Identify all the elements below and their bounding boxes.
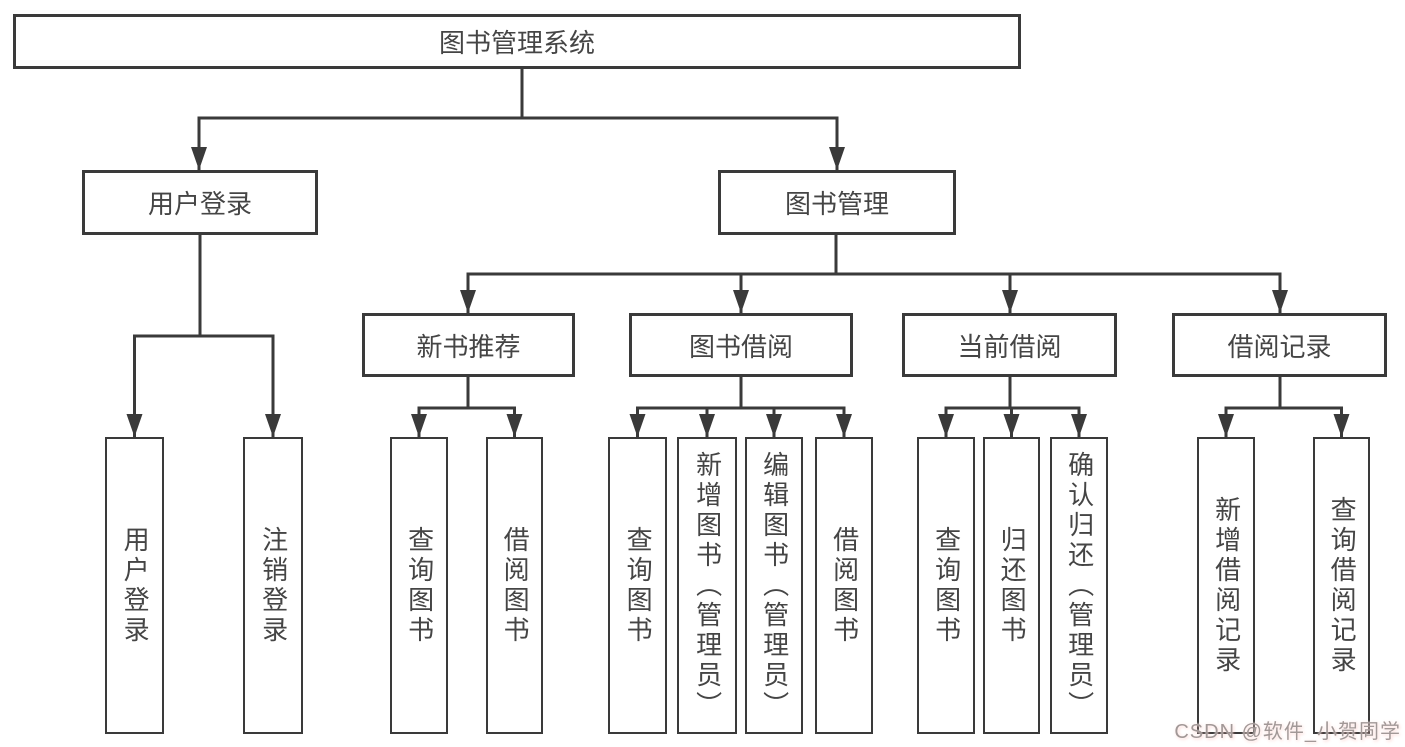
arrowhead-icon xyxy=(506,414,523,437)
node-label: 新增图书（管理员） xyxy=(692,450,723,721)
leaf-borrow-books: 借阅图书 xyxy=(486,437,543,734)
node-label: 当前借阅 xyxy=(957,331,1062,362)
node-label: 查询图书 xyxy=(404,525,435,646)
arrowhead-icon xyxy=(1002,290,1018,313)
node-borrow-records: 借阅记录 xyxy=(1172,313,1387,377)
node-user-login: 用户登录 xyxy=(82,170,318,235)
arrowhead-icon xyxy=(629,414,646,437)
leaf-query-books: 查询图书 xyxy=(608,437,667,734)
edge-user-login-bar xyxy=(133,334,275,437)
leaf-borrow-books: 借阅图书 xyxy=(815,437,873,734)
arrowhead-icon xyxy=(938,414,954,437)
arrowhead-icon xyxy=(733,290,749,313)
arrowhead-icon xyxy=(411,414,427,437)
leaf-add-borrow-record: 新增借阅记录 xyxy=(1197,437,1255,734)
edge-borrow-records-group xyxy=(1224,377,1343,437)
edge-new-books-group xyxy=(417,377,516,437)
node-label: 借阅记录 xyxy=(1227,331,1332,362)
node-label: 查询图书 xyxy=(931,525,962,646)
node-label: 图书管理 xyxy=(784,189,889,219)
arrowhead-icon xyxy=(1333,414,1350,437)
arrowhead-icon xyxy=(699,414,715,437)
node-label: 借阅图书 xyxy=(500,525,531,646)
node-label: 用户登录 xyxy=(147,189,252,219)
edge-book-borrow-group xyxy=(636,377,846,437)
node-label: 编辑图书（管理员） xyxy=(759,450,790,721)
node-label: 确认归还（管理员） xyxy=(1064,450,1095,721)
arrowhead-icon xyxy=(265,414,281,437)
node-current-borrow: 当前借阅 xyxy=(902,313,1117,377)
edge-level1-bar xyxy=(197,116,839,170)
csdn-watermark: CSDN @软件_小贺同学 xyxy=(1174,721,1401,743)
node-label: 查询借阅记录 xyxy=(1327,495,1358,676)
node-label: 注销登录 xyxy=(258,525,289,646)
arrowhead-icon xyxy=(1071,414,1087,437)
node-label: 新增借阅记录 xyxy=(1211,495,1242,676)
node-label: 查询图书 xyxy=(623,525,654,646)
node-label: 图书借阅 xyxy=(688,331,793,362)
arrowhead-icon xyxy=(1218,414,1234,437)
arrowhead-icon xyxy=(766,414,782,437)
node-label: 归还图书 xyxy=(997,525,1028,646)
node-book-borrow: 图书借阅 xyxy=(629,313,853,377)
arrowhead-icon xyxy=(829,147,845,170)
node-library-management-system: 图书管理系统 xyxy=(13,14,1021,69)
leaf-user-login: 用户登录 xyxy=(105,437,164,734)
node-label: 用户登录 xyxy=(120,525,151,646)
node-book-management: 图书管理 xyxy=(718,170,956,235)
arrowhead-icon xyxy=(191,147,207,170)
leaf-query-books: 查询图书 xyxy=(390,437,448,734)
leaf-query-books: 查询图书 xyxy=(917,437,975,734)
arrowhead-icon xyxy=(126,414,143,437)
leaf-return-books: 归还图书 xyxy=(983,437,1040,734)
node-label: 借阅图书 xyxy=(829,525,860,646)
leaf-confirm-return-admin: 确认归还（管理员） xyxy=(1050,437,1108,734)
edge-book-mgmt-bar xyxy=(466,272,1282,313)
arrowhead-icon xyxy=(1003,414,1020,437)
arrowhead-icon xyxy=(836,414,852,437)
node-label: 新书推荐 xyxy=(416,331,521,362)
node-new-book-recommend: 新书推荐 xyxy=(362,313,575,377)
arrowhead-icon xyxy=(460,290,476,313)
arrowhead-icon xyxy=(1272,290,1288,313)
leaf-logout: 注销登录 xyxy=(243,437,303,734)
leaf-query-borrow-record: 查询借阅记录 xyxy=(1313,437,1370,734)
leaf-edit-books-admin: 编辑图书（管理员） xyxy=(745,437,803,734)
node-label: 图书管理系统 xyxy=(438,28,595,58)
leaf-add-books-admin: 新增图书（管理员） xyxy=(677,437,737,734)
